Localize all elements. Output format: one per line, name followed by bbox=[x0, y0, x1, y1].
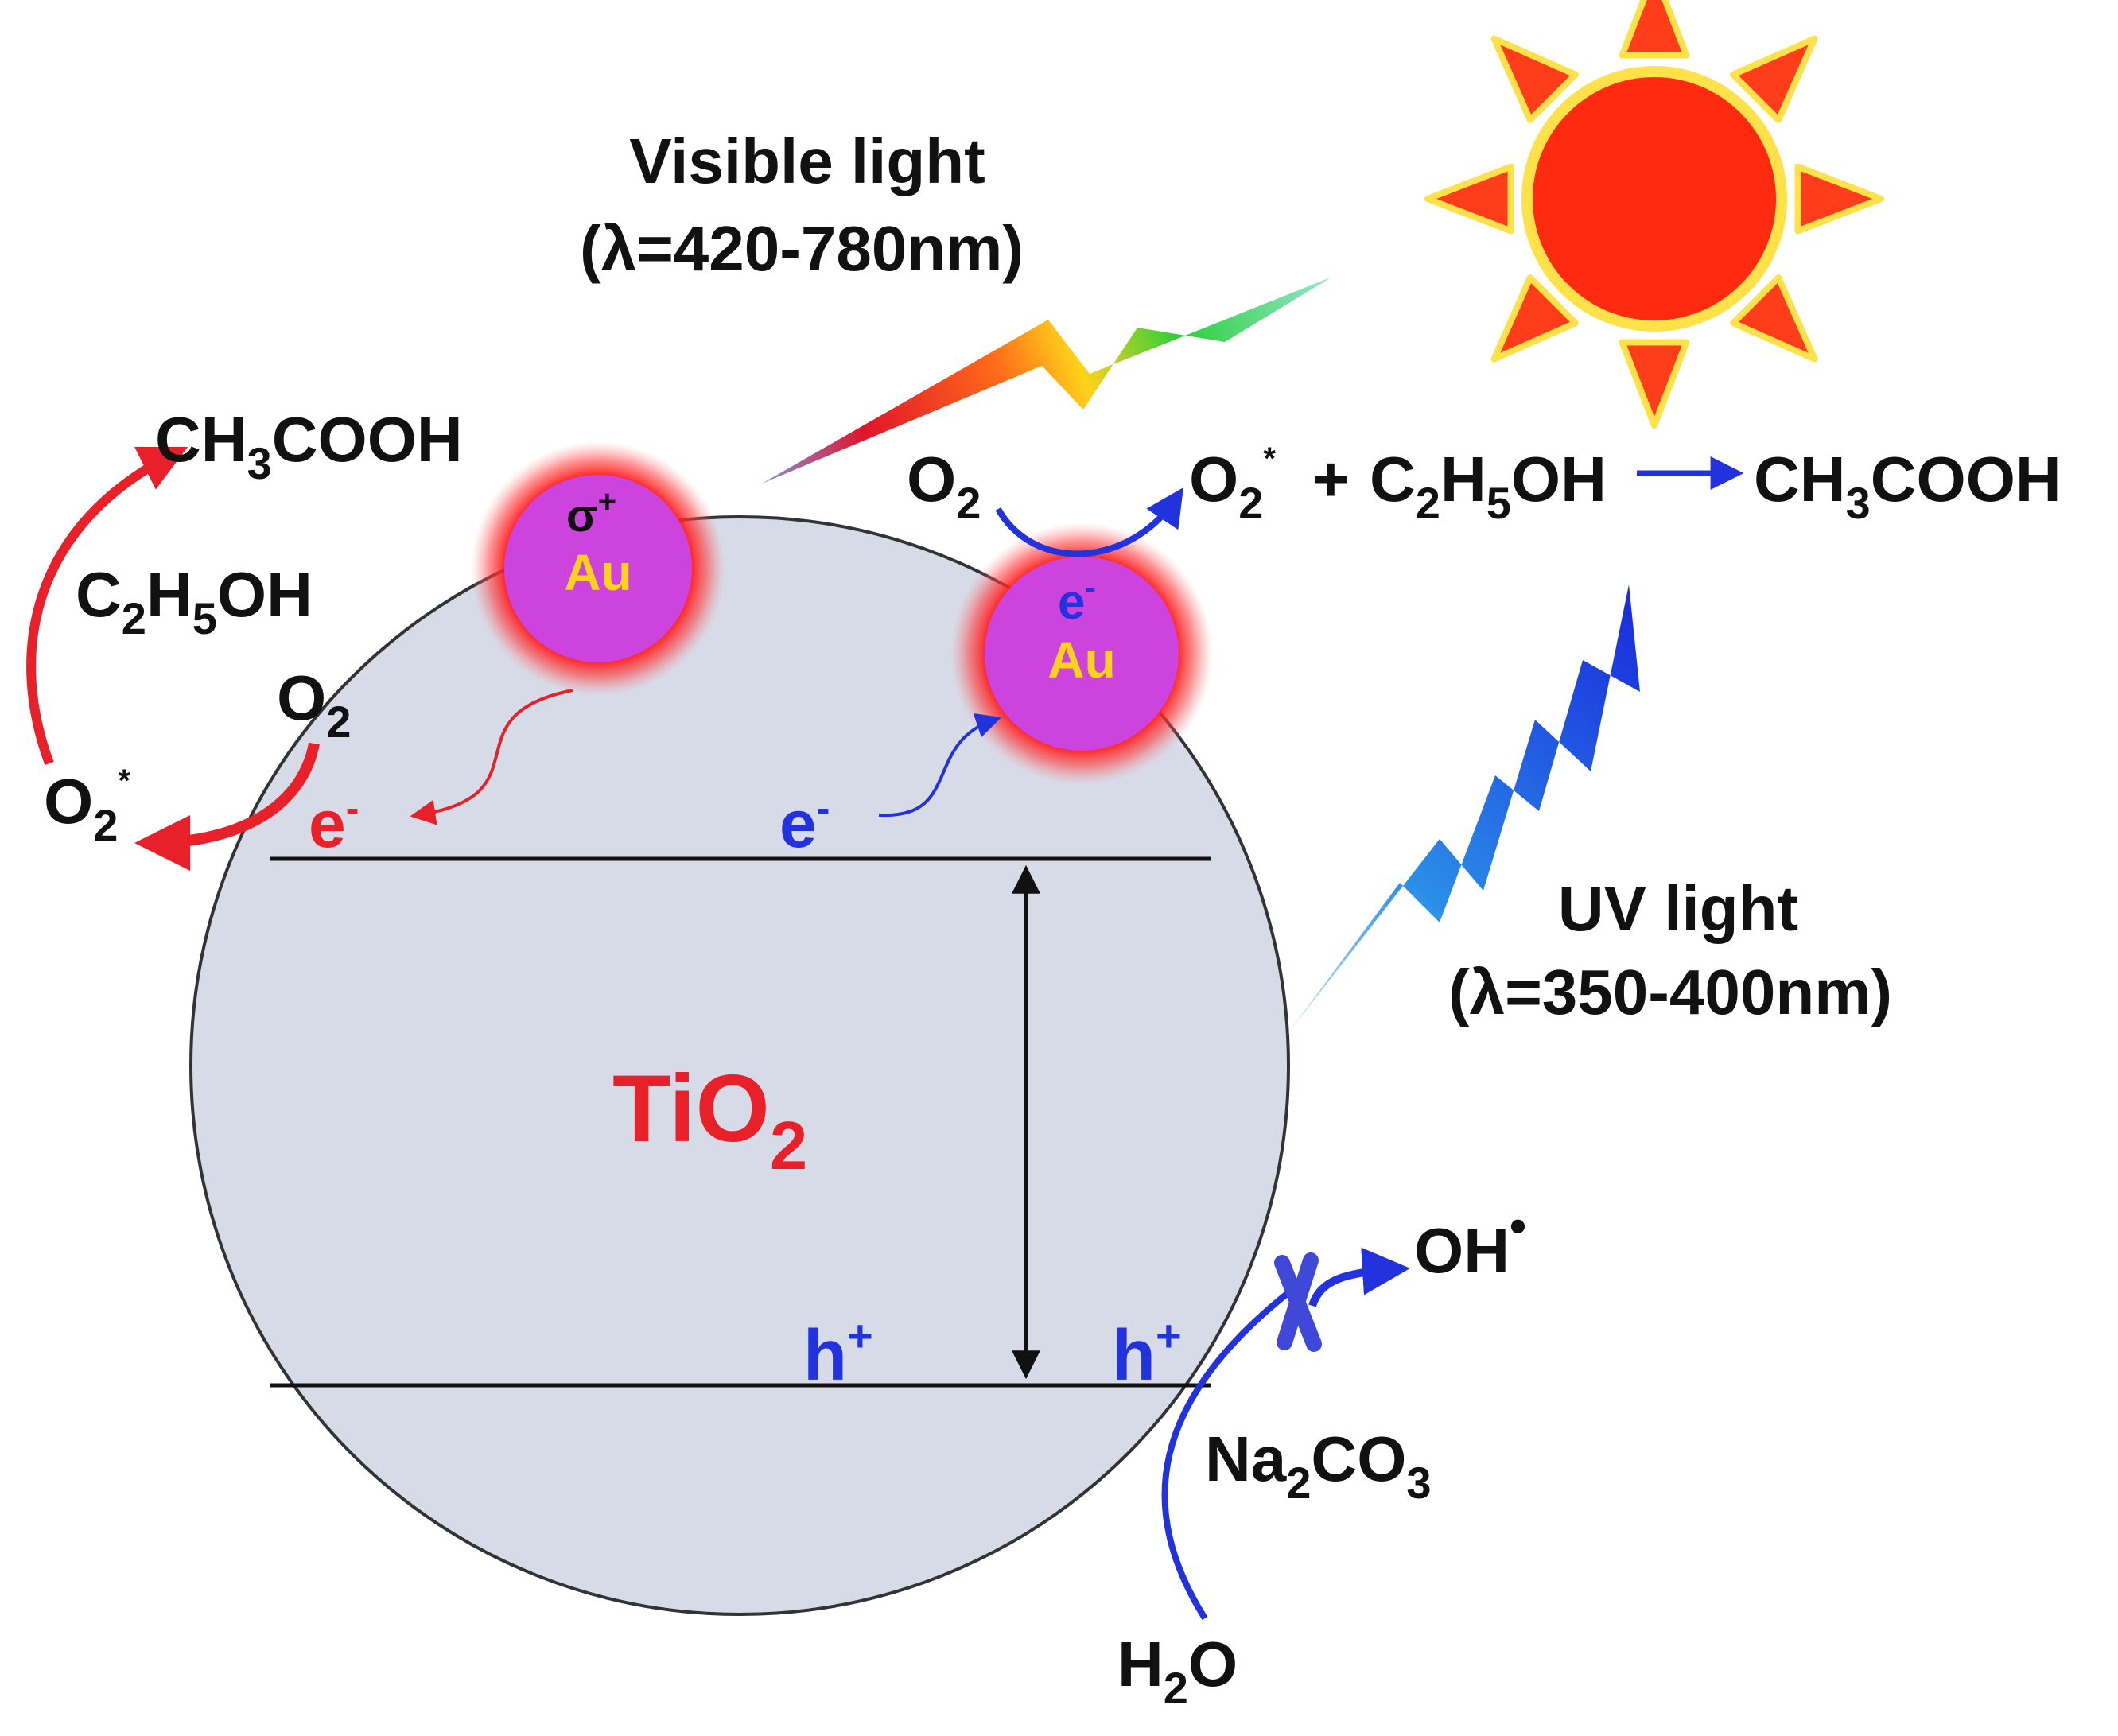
top-o2: O2 bbox=[907, 444, 981, 528]
top-acetic-acid: CH3COOH bbox=[1754, 444, 2062, 528]
visible-light-title: Visible light bbox=[629, 126, 985, 196]
au-particle-left bbox=[471, 441, 725, 696]
electron-transfer-arrow-left bbox=[410, 689, 573, 825]
au-right-label: Au bbox=[1047, 631, 1115, 689]
water-to-hole-arrow bbox=[1161, 1277, 1307, 1621]
left-superoxide: O2* bbox=[44, 763, 130, 850]
mid-electron: e- bbox=[779, 786, 830, 861]
top-superoxide: O2* bbox=[1189, 441, 1276, 528]
left-o2: O2 bbox=[277, 662, 351, 747]
tio2-label: TiO2 bbox=[612, 1055, 807, 1184]
uv-light-title: UV light bbox=[1558, 873, 1798, 944]
au-left-label: Au bbox=[564, 544, 632, 601]
left-electron: e- bbox=[309, 786, 359, 861]
o2-reduction-arrow-top bbox=[995, 487, 1183, 557]
au-particle-right bbox=[950, 522, 1213, 785]
visible-light-range: (λ=420-780nm) bbox=[580, 213, 1024, 284]
au-right-charge: e- bbox=[1058, 570, 1096, 630]
left-ethanol: C2H5OH bbox=[76, 559, 313, 643]
left-acetic-acid: CH3COOH bbox=[155, 404, 463, 488]
hydroxyl-radical: OH• bbox=[1414, 1199, 1526, 1286]
hydroxyl-formation-arrow bbox=[1308, 1247, 1410, 1307]
o2-reduction-arrow-left bbox=[134, 742, 320, 871]
top-plus: + bbox=[1312, 444, 1350, 515]
uv-light-range: (λ=350-400nm) bbox=[1448, 957, 1892, 1027]
electron-transfer-arrow-right bbox=[878, 713, 1002, 818]
superoxide-to-acetic-arrow bbox=[26, 446, 188, 766]
cross-icon bbox=[1274, 1252, 1322, 1352]
sun-ray bbox=[1619, 0, 1690, 59]
hole-left: h+ bbox=[803, 1311, 873, 1396]
sun-icon bbox=[1424, 0, 1884, 429]
sun-ray bbox=[1730, 274, 1818, 363]
rainbow-lightning-icon bbox=[762, 277, 1332, 484]
sun-ray bbox=[1490, 35, 1579, 123]
sun-ray bbox=[1794, 163, 1884, 235]
sun-ray bbox=[1730, 35, 1818, 123]
sun-ray bbox=[1424, 163, 1514, 235]
hole-right: h+ bbox=[1112, 1311, 1182, 1396]
top-ethanol: C2H5OH bbox=[1370, 444, 1607, 528]
water: H2O bbox=[1117, 1629, 1238, 1713]
sodium-carbonate: Na2CO3 bbox=[1205, 1423, 1432, 1508]
sun-ray bbox=[1619, 339, 1690, 429]
au-left-charge: σ+ bbox=[566, 484, 616, 542]
sun-ray bbox=[1490, 274, 1579, 363]
